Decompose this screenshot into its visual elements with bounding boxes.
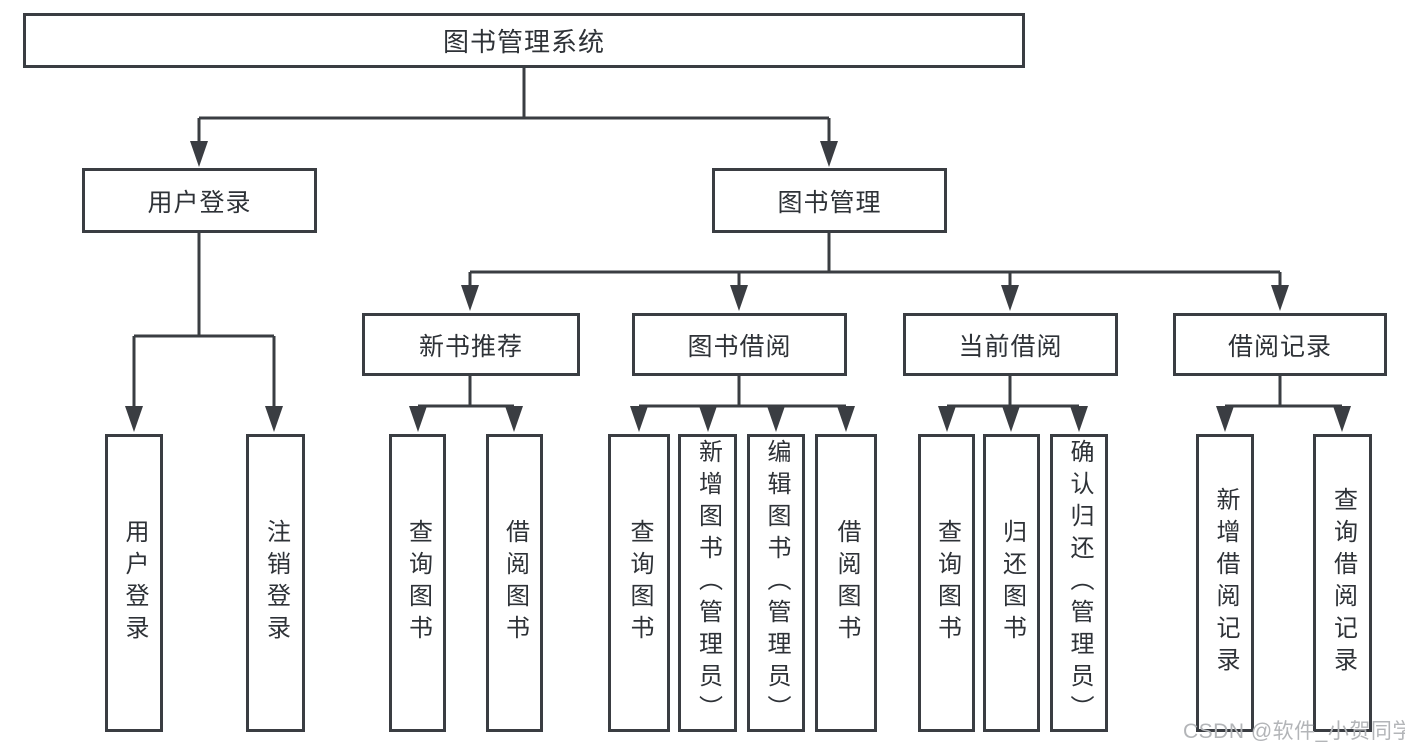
node-label: 借阅图书 <box>501 519 529 647</box>
node-new-book-recommendation: 新书推荐 <box>362 313 580 376</box>
node-label: 用户登录 <box>121 519 148 647</box>
node-label: 图书借阅 <box>687 332 792 361</box>
node-label: 当前借阅 <box>958 332 1063 361</box>
node-label: 查询图书 <box>404 519 432 647</box>
node-label: 编辑图书（管理员） <box>763 439 790 727</box>
node-leaf-confirm-return-admin: 确认归还（管理员） <box>1050 434 1108 732</box>
node-label: 图书管理 <box>777 188 882 217</box>
node-label: 新增图书（管理员） <box>694 439 722 727</box>
node-label: 注销登录 <box>262 519 290 647</box>
node-leaf-borrow-books-recommend: 借阅图书 <box>486 434 543 732</box>
arrowheads <box>125 141 1351 432</box>
node-borrowing-records: 借阅记录 <box>1173 313 1387 376</box>
node-label: 图书管理系统 <box>442 27 605 57</box>
node-leaf-query-books-current: 查询图书 <box>918 434 975 732</box>
node-label: 查询图书 <box>933 519 961 647</box>
node-leaf-query-books-recommend: 查询图书 <box>389 434 446 732</box>
node-current-borrowing: 当前借阅 <box>903 313 1118 376</box>
node-label: 查询借阅记录 <box>1329 487 1357 679</box>
node-label: 确认归还（管理员） <box>1066 439 1093 727</box>
node-label: 新书推荐 <box>418 332 523 361</box>
node-leaf-edit-books-admin: 编辑图书（管理员） <box>747 434 805 732</box>
node-book-borrowing: 图书借阅 <box>632 313 847 376</box>
node-label: 借阅记录 <box>1227 332 1332 361</box>
node-leaf-add-borrow-record: 新增借阅记录 <box>1196 434 1254 732</box>
node-label: 查询图书 <box>626 519 653 647</box>
node-book-management-system: 图书管理系统 <box>23 13 1025 68</box>
csdn-watermark: CSDN @软件_小贺同学 <box>1183 720 1405 743</box>
node-leaf-query-books-borrowing: 查询图书 <box>608 434 670 732</box>
node-label: 用户登录 <box>147 188 252 217</box>
node-label: 新增借阅记录 <box>1212 487 1239 679</box>
node-leaf-query-borrow-record: 查询借阅记录 <box>1313 434 1372 732</box>
node-label: 借阅图书 <box>833 519 860 647</box>
node-leaf-logout: 注销登录 <box>246 434 305 732</box>
node-leaf-user-login: 用户登录 <box>105 434 163 732</box>
node-leaf-return-books: 归还图书 <box>983 434 1040 732</box>
node-label: 归还图书 <box>998 519 1026 647</box>
node-book-management: 图书管理 <box>712 168 947 233</box>
node-leaf-borrow-books: 借阅图书 <box>815 434 877 732</box>
node-user-login: 用户登录 <box>82 168 317 233</box>
node-leaf-add-books-admin: 新增图书（管理员） <box>678 434 737 732</box>
